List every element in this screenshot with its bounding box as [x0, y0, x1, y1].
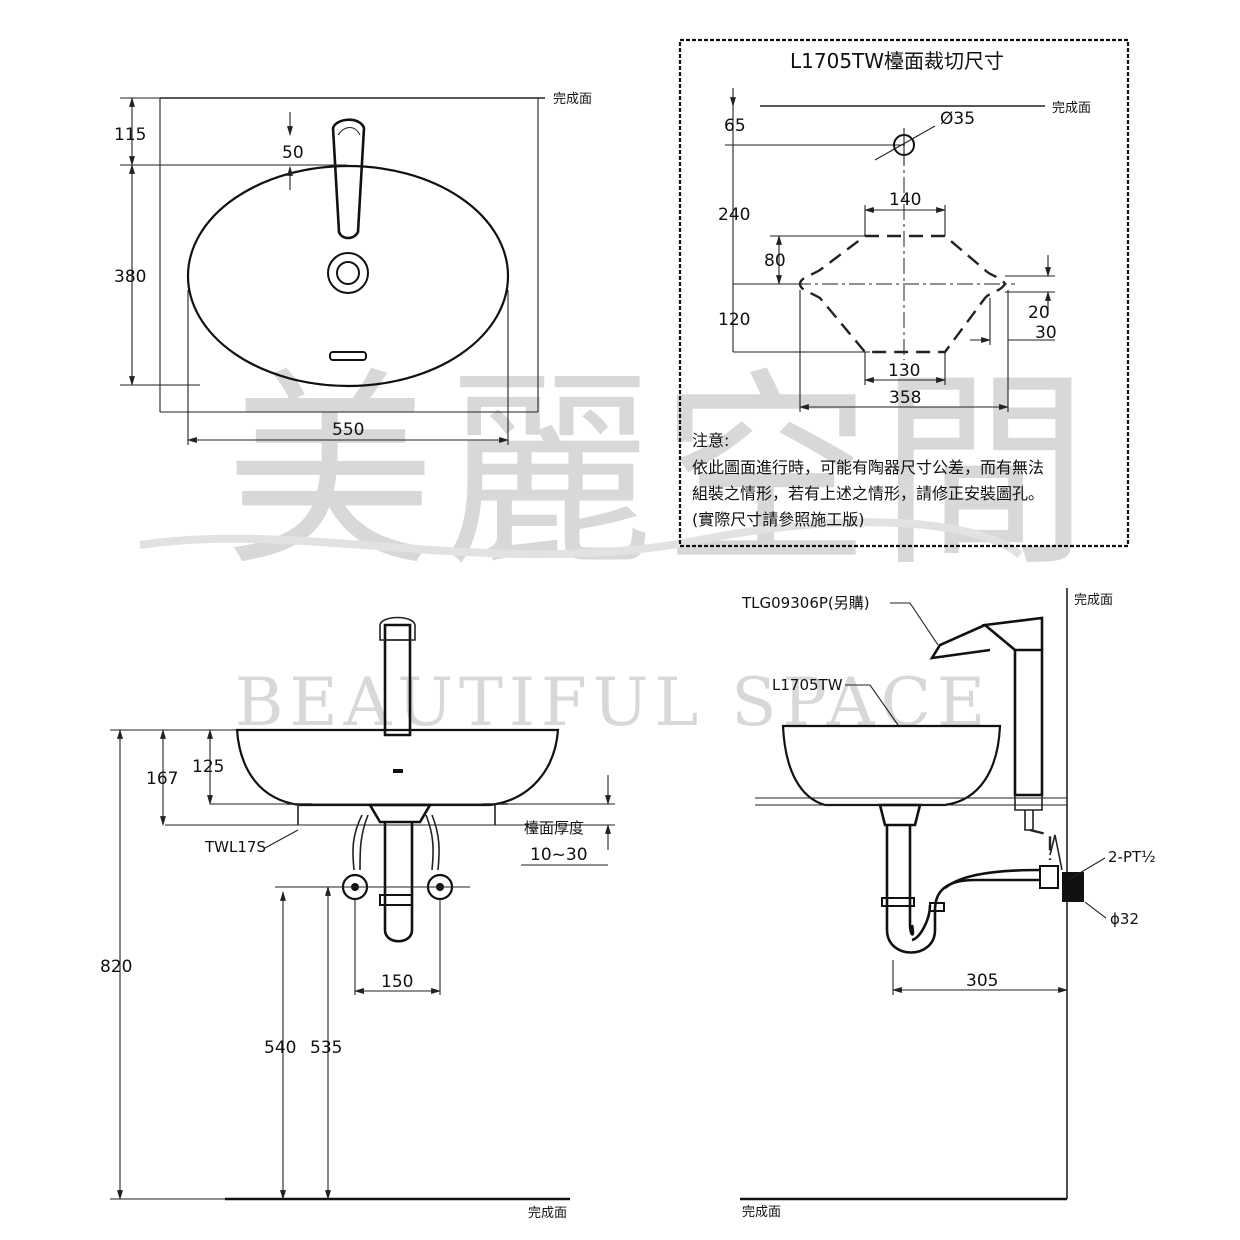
note-title: 注意:	[692, 431, 729, 450]
watermark-chars: 美麗空間	[225, 350, 1097, 595]
dim-50: 50	[282, 143, 304, 163]
dim-540: 540	[264, 1038, 296, 1058]
cutout-dim-358: 358	[889, 388, 921, 408]
drain-outer	[327, 252, 369, 294]
drain-inner	[336, 261, 360, 285]
cutout-dim-35: Ø35	[940, 109, 975, 129]
label-faucet-model: TLG09306P(另購)	[741, 594, 870, 612]
label-twl17s: TWL17S	[204, 838, 266, 856]
label-thickness-range: 10~30	[530, 845, 588, 865]
dim-150: 150	[381, 972, 413, 992]
basin-outline	[186, 164, 510, 388]
cutout-title: L1705TW檯面裁切尺寸	[790, 49, 1004, 73]
cutout-panel: L1705TW檯面裁切尺寸 完成面 65 240 120 80 Ø35 140	[678, 38, 1130, 548]
overflow-slot	[329, 351, 367, 361]
faucet-side	[1013, 648, 1044, 797]
finish-surface-label: 完成面	[553, 92, 592, 107]
front-finish-label: 完成面	[528, 1206, 567, 1221]
note-line-2: 組裝之情形，若有上述之情形，請修正安裝圖孔。	[692, 484, 1044, 503]
cutout-dim-130: 130	[888, 361, 920, 381]
cutout-dim-80: 80	[764, 251, 786, 271]
watermark-en: BEAUTIFUL SPACE	[235, 664, 991, 741]
cutout-finish-label: 完成面	[1052, 101, 1091, 116]
cutout-dim-20: 20	[1028, 303, 1050, 323]
dim-167: 167	[146, 769, 178, 789]
dim-125: 125	[192, 757, 224, 777]
top-view: 完成面 115 380 50 550	[114, 92, 592, 445]
side-view: 完成面 完成面 TLG09306P(另購) L1705TW 2-PT½	[740, 588, 1156, 1220]
faucet-top-shape	[331, 118, 366, 240]
dim-535: 535	[310, 1038, 342, 1058]
dim-305: 305	[966, 971, 998, 991]
dim-820: 820	[100, 957, 132, 977]
p-trap	[885, 825, 1040, 954]
cutout-dim-65: 65	[724, 116, 746, 136]
cutout-dim-30: 30	[1035, 323, 1057, 343]
dim-115: 115	[114, 125, 146, 145]
cutout-dim-140: 140	[889, 190, 921, 210]
label-basin-model: L1705TW	[772, 676, 843, 694]
side-finish-label-bottom: 完成面	[742, 1205, 781, 1220]
basin-front	[235, 728, 560, 807]
cutout-border	[678, 38, 1130, 548]
side-finish-label-top: 完成面	[1074, 593, 1113, 608]
drain-pipe-front	[383, 822, 414, 943]
dim-380: 380	[114, 267, 146, 287]
note-line-3: (實際尺寸請參照施工版)	[692, 510, 865, 529]
label-supply: 2-PT½	[1108, 848, 1156, 866]
note-line-1: 依此圖面進行時，可能有陶器尺寸公差，而有無法	[692, 458, 1044, 477]
faucet-front	[383, 623, 412, 737]
cutout-dim-120: 120	[718, 310, 750, 330]
label-counter-thickness: 檯面厚度	[524, 819, 584, 837]
cutout-dim-240: 240	[718, 205, 750, 225]
cutout-shape	[798, 234, 1007, 354]
front-view: 完成面 820 167 125 TWL17S 檯面厚度 10~30	[100, 616, 615, 1221]
watermark: 美麗空間 BEAUTIFUL SPACE	[139, 350, 1097, 741]
label-phi32: ϕ32	[1110, 910, 1139, 928]
dim-550: 550	[332, 420, 364, 440]
